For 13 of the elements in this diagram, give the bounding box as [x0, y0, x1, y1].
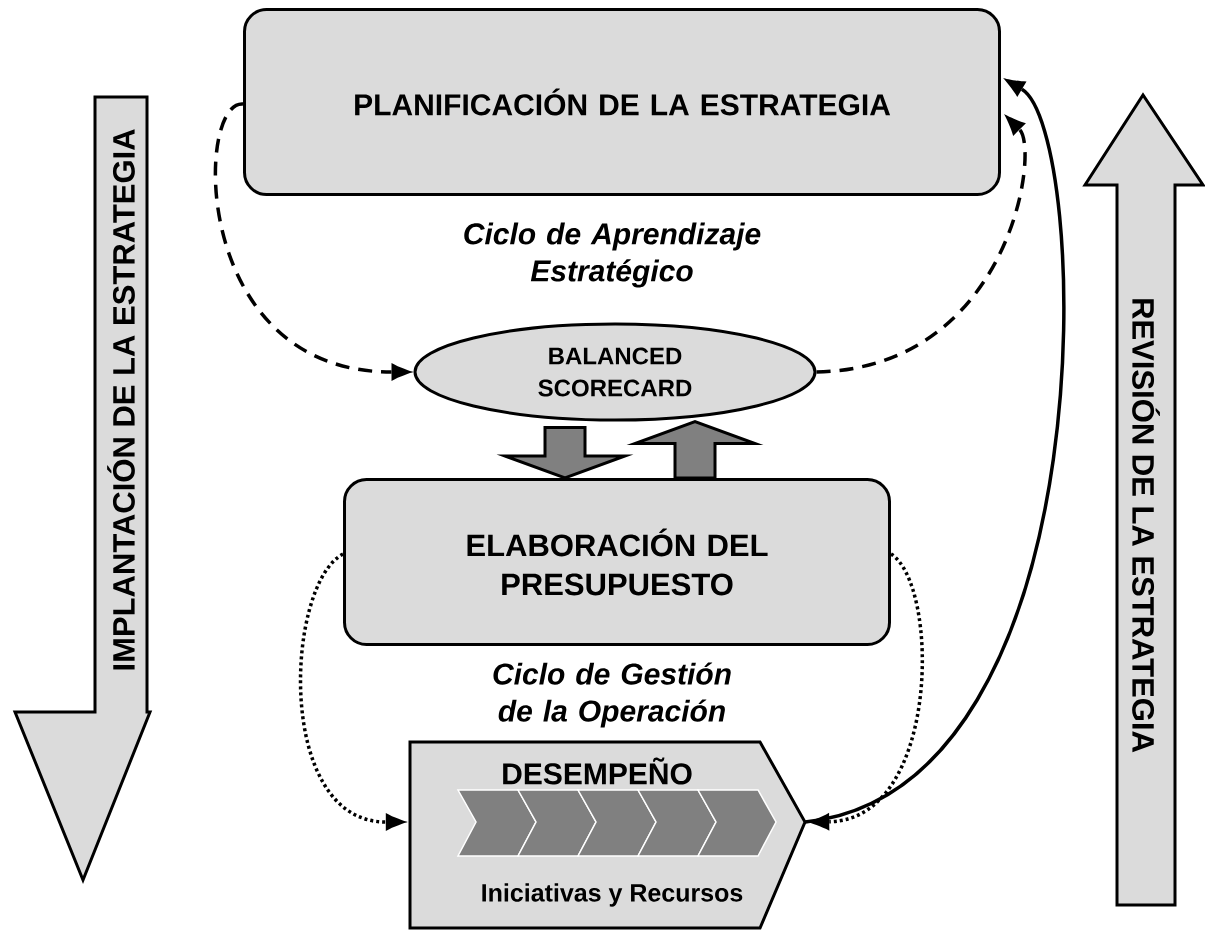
cycle-label: Ciclo de Aprendizaje Estratégico — [464, 222, 761, 288]
cycle-label: Ciclo de Gestión de la Operación — [493, 662, 731, 728]
arrow — [213, 102, 414, 381]
process-box: PLANIFICACIÓN DE LA ESTRATEGIA — [243, 8, 1001, 196]
block-arrow — [626, 419, 764, 480]
arrow — [816, 114, 1027, 374]
heading: DESEMPEÑO — [503, 757, 692, 785]
subtitle: Iniciativas y Recursos — [482, 883, 743, 907]
block-arrow — [496, 426, 634, 480]
arrow — [804, 78, 1066, 824]
process-box: ELABORACIÓN DEL PRESUPUESTO — [343, 478, 891, 646]
arrow — [807, 552, 924, 831]
arrow — [299, 552, 408, 831]
